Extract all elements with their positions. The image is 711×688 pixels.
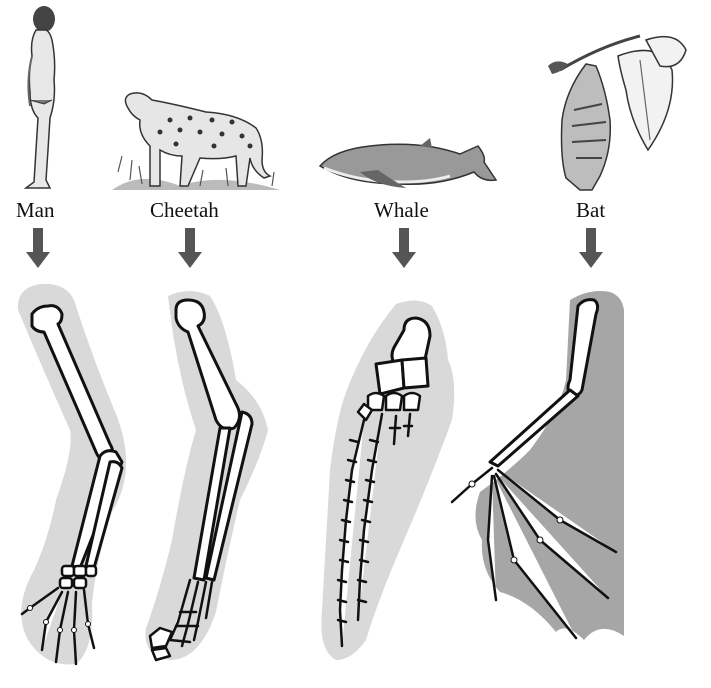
whale-forelimb [321, 300, 455, 660]
whale-figure-icon [318, 138, 498, 188]
label-cheetah: Cheetah [150, 198, 219, 222]
arrows [26, 228, 603, 268]
bat-figure-icon [548, 34, 687, 191]
arrow-down-icon [392, 228, 416, 268]
arrow-down-icon [26, 228, 50, 268]
cheetah-forelimb [145, 291, 268, 662]
label-bat: Bat [576, 198, 606, 222]
cheetah-figure-icon [112, 92, 280, 190]
arrow-down-icon [579, 228, 603, 268]
human-forelimb [17, 283, 127, 666]
label-man: Man [16, 198, 55, 222]
arrow-down-icon [178, 228, 202, 268]
bat-forelimb [450, 291, 624, 640]
human-figure-icon [23, 6, 56, 189]
label-whale: Whale [374, 198, 429, 222]
